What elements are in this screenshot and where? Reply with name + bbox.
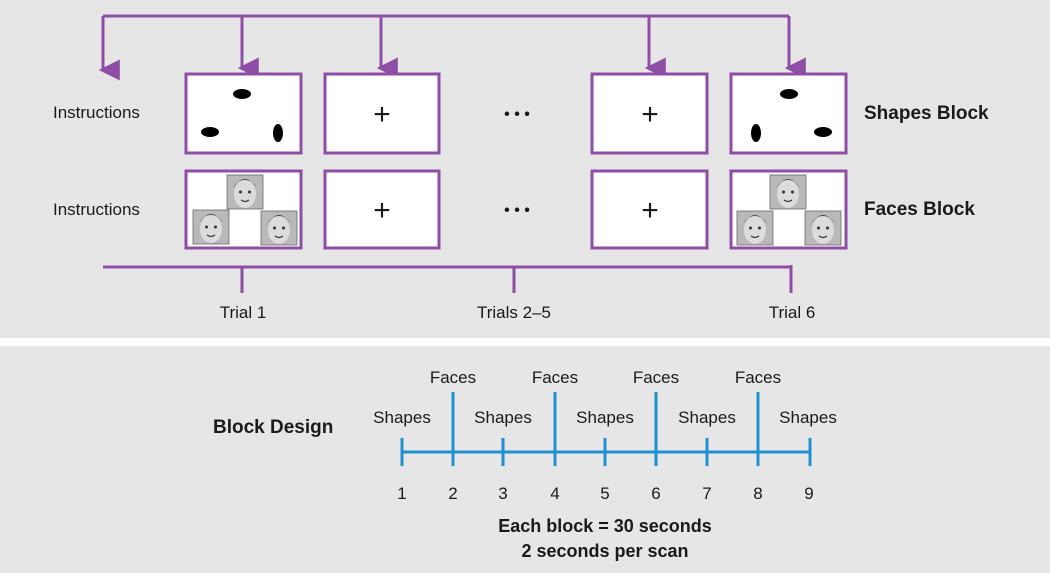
tick-number: 8: [753, 484, 762, 503]
condition-label: Faces: [633, 368, 679, 387]
trial-label-6: Trial 6: [769, 303, 816, 322]
condition-label: Shapes: [779, 408, 837, 427]
shapes-stimulus-frame-6: [729, 72, 848, 155]
oval-shapes-icon: [201, 89, 283, 142]
shapes-block-label: Shapes Block: [864, 103, 989, 124]
fixation-frame-shapes-1: +: [323, 72, 441, 155]
scan-rate-note: 2 seconds per scan: [521, 541, 688, 561]
condition-label: Shapes: [576, 408, 634, 427]
faces-stimulus-frame-6: [729, 169, 848, 250]
timeline-ticks: [400, 392, 812, 466]
block-design-panel: Block Design Shapes Faces Shapes Faces S…: [0, 346, 1050, 573]
tick-number: 5: [600, 484, 609, 503]
block-design-label: Block Design: [213, 417, 333, 438]
block-design-timeline: Block Design Shapes Faces Shapes Faces S…: [213, 368, 837, 561]
instructions-label-shapes: Instructions: [53, 103, 140, 122]
fixation-cross: +: [373, 98, 391, 131]
trial-label-1: Trial 1: [220, 303, 267, 322]
ellipsis-faces: • • •: [504, 202, 530, 219]
fixation-frame-shapes-2: +: [590, 72, 709, 155]
condition-label: Shapes: [373, 408, 431, 427]
trial-structure-panel: Instructions + • • • + S: [0, 0, 1050, 338]
tick-number: 6: [651, 484, 660, 503]
condition-label: Faces: [532, 368, 578, 387]
trial-label-2-5: Trials 2–5: [477, 303, 551, 322]
block-duration-note: Each block = 30 seconds: [498, 516, 712, 536]
condition-label: Shapes: [678, 408, 736, 427]
instructions-label-faces: Instructions: [53, 200, 140, 219]
trial-structure-diagram: Instructions + • • • + S: [53, 14, 989, 322]
tick-number: 4: [550, 484, 559, 503]
fixation-cross: +: [373, 194, 391, 227]
faces-stimulus-frame-1: [184, 169, 303, 250]
condition-label: Faces: [735, 368, 781, 387]
tick-number: 1: [397, 484, 406, 503]
ellipsis-shapes: • • •: [504, 106, 530, 123]
condition-label: Shapes: [474, 408, 532, 427]
trial-bracket: [103, 265, 793, 293]
oval-shapes-icon: [751, 89, 832, 142]
tick-number: 7: [702, 484, 711, 503]
faces-block-label: Faces Block: [864, 199, 975, 220]
fixation-cross: +: [641, 194, 659, 227]
fixation-frame-faces-2: +: [590, 169, 709, 250]
tick-number: 2: [448, 484, 457, 503]
tick-number: 9: [804, 484, 813, 503]
condition-label: Faces: [430, 368, 476, 387]
fixation-frame-faces-1: +: [323, 169, 441, 250]
sequence-connector: [98, 14, 806, 81]
fixation-cross: +: [641, 98, 659, 131]
shapes-stimulus-frame-1: [184, 72, 303, 155]
tick-number: 3: [498, 484, 507, 503]
